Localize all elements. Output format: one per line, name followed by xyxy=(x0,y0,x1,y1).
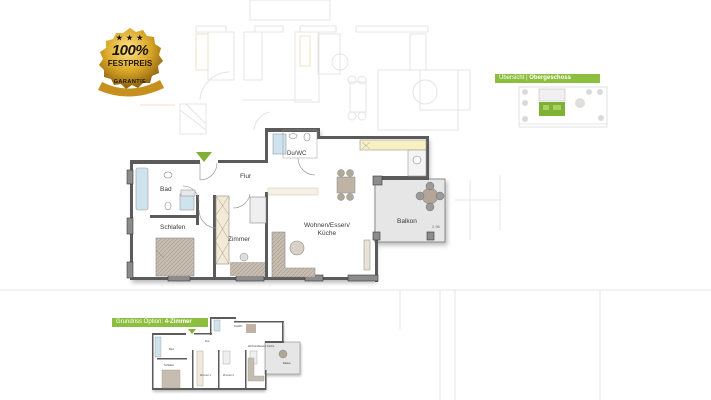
balkon-dimension: 2.98 xyxy=(432,224,440,229)
room-label-du-wc: Du/WC xyxy=(287,151,307,157)
room-label-balkon: Balkon xyxy=(397,218,417,225)
room-label-wohnen: Wohnen/Essen/ Küche xyxy=(304,222,350,238)
option-room-balkon: Balkon xyxy=(283,362,291,365)
seal-badge-icon xyxy=(98,28,164,97)
room-label-schlafen: Schlafen xyxy=(160,224,186,231)
overview-separator: | xyxy=(526,75,528,81)
room-label-wohnen-line1: Wohnen/Essen/ xyxy=(304,222,350,229)
overview-site-plan[interactable] xyxy=(517,84,609,130)
festpreis-guarantee-seal: ★ ★ ★ 100% FESTPREIS GARANTIE xyxy=(88,26,172,98)
option-floorplan-4-zimmer[interactable] xyxy=(150,314,320,394)
seal-line1: FESTPREIS xyxy=(107,59,153,68)
option-room-du-wc: Du/WC xyxy=(234,325,243,328)
seal-line2: GARANTIE xyxy=(113,79,147,85)
overview-label-prefix: Übersicht xyxy=(499,75,525,81)
overview-label: Übersicht | Obergeschoss xyxy=(495,74,600,83)
room-label-zimmer: Zimmer xyxy=(228,236,251,243)
room-label-bad: Bad xyxy=(160,186,172,193)
room-label-wohnen-line2: Küche xyxy=(317,230,337,237)
option-room-zimmer2: Zimmer 2 xyxy=(223,374,234,377)
overview-label-floor: Obergeschoss xyxy=(529,75,571,81)
option-room-zimmer1: Zimmer 1 xyxy=(200,374,211,377)
main-floorplan xyxy=(126,128,446,282)
option-room-wohnen: Wohnen/Essen/ Küche xyxy=(248,345,275,348)
seal-percent: 100% xyxy=(111,42,149,59)
option-room-schlafen: Schlafen xyxy=(164,364,175,367)
seal-stars: ★ ★ ★ xyxy=(116,35,144,42)
option-label-prefix: Grundriss Option: xyxy=(116,319,164,325)
option-room-bad: Bad xyxy=(169,348,174,351)
option-label: Grundriss Option: 4-Zimmer xyxy=(112,318,208,327)
option-label-value: 4-Zimmer xyxy=(164,319,192,325)
option-room-flur: Flur xyxy=(205,340,210,343)
room-label-flur: Flur xyxy=(240,173,252,180)
